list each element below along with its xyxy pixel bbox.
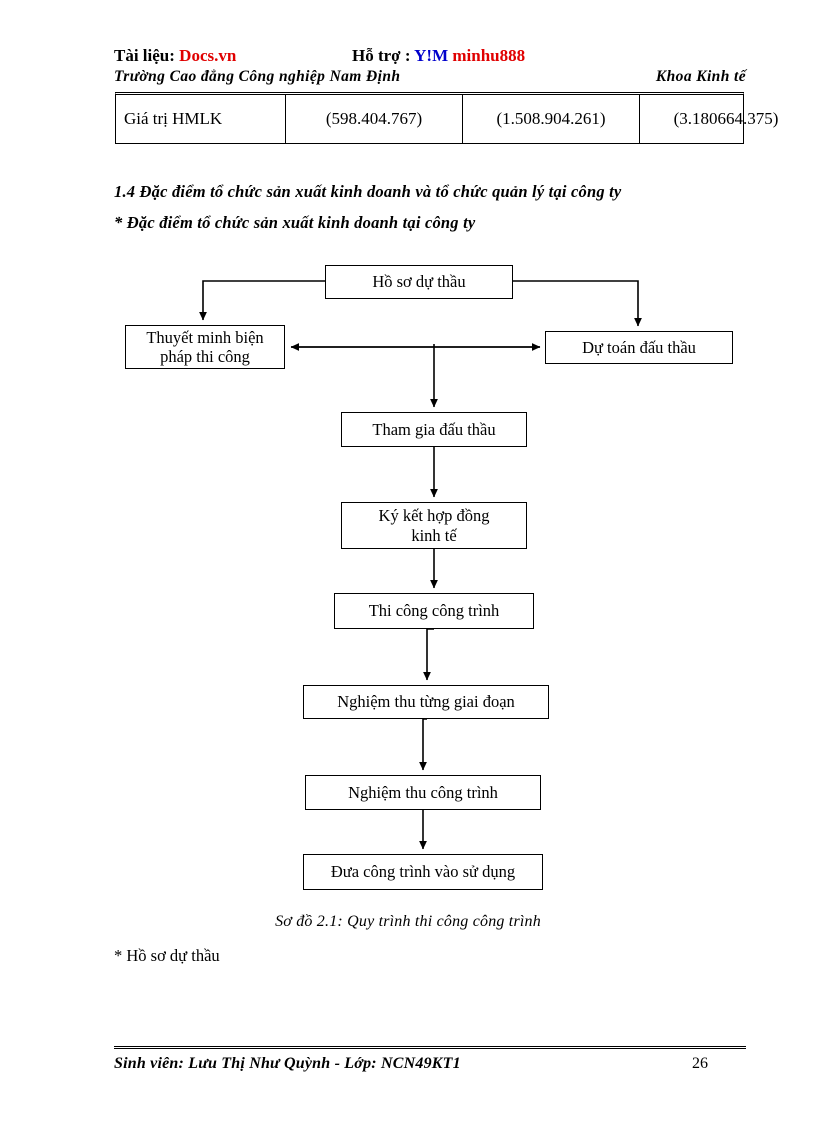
edge-hoso-to-thuyetminh bbox=[199, 280, 325, 321]
flow-node-label: Thi công công trình bbox=[368, 601, 500, 621]
flow-node-label: Hồ sơ dự thầu bbox=[372, 272, 466, 292]
flow-node-label: Nghiệm thu công trình bbox=[348, 782, 498, 802]
section-subheading: * Đặc điểm tổ chức sản xuất kinh doanh t… bbox=[114, 213, 476, 232]
flow-node-ho-so-du-thau: Hồ sơ dự thầu bbox=[325, 265, 513, 299]
flow-node-label: Tham gia đấu thầu bbox=[372, 419, 496, 439]
flow-node-label: Nghiệm thu từng giai đoạn bbox=[337, 692, 515, 712]
flow-node-label: Đưa công trình vào sử dụng bbox=[330, 862, 516, 882]
section-heading-1-4: 1.4 Đặc điểm tổ chức sản xuất kinh doanh… bbox=[114, 182, 622, 201]
school-name: Trường Cao đẳng Công nghiệp Nam Định bbox=[114, 68, 401, 85]
flow-node-label: Dự toán đấu thầu bbox=[582, 337, 696, 357]
figure-caption: Sơ đồ 2.1: Quy trình thi công công trình bbox=[275, 913, 541, 930]
document-header-line-1: Tài liệu: Docs.vn Hỗ trợ : Y!M minhu888 bbox=[114, 46, 754, 68]
table-cell-value-3: (3.180664.375) bbox=[673, 109, 779, 128]
flow-node-du-toan-dau-thau: Dự toán đấu thầu bbox=[545, 331, 733, 364]
table-row: Giá trị HMLK (598.404.767) (1.508.904.26… bbox=[116, 95, 812, 143]
support-group: Hỗ trợ : Y!M minhu888 bbox=[352, 46, 525, 66]
document-header-line-2: Trường Cao đẳng Công nghiệp Nam Định Kho… bbox=[114, 68, 746, 90]
support-label: Hỗ trợ : bbox=[352, 46, 411, 65]
data-table: Giá trị HMLK (598.404.767) (1.508.904.26… bbox=[115, 92, 778, 144]
flow-node-dua-vao-su-dung: Đưa công trình vào sử dụng bbox=[303, 854, 543, 890]
footer-student-line: Sinh viên: Lưu Thị Như Quỳnh - Lớp: NCN4… bbox=[114, 1055, 461, 1072]
doc-label: Tài liệu: bbox=[114, 46, 175, 65]
table-cell-label: Giá trị HMLK bbox=[116, 95, 286, 143]
edge-hoso-to-dutoan bbox=[513, 280, 642, 327]
edge-nghiemthugiaidoan-to-nghiemthucongtrinh bbox=[419, 718, 427, 771]
edge-thicong-to-nghiemthugiaidoan bbox=[423, 628, 434, 681]
document-footer: Sinh viên: Lưu Thị Như Quỳnh - Lớp: NCN4… bbox=[114, 1055, 746, 1073]
support-ym-label[interactable]: Y!M bbox=[414, 46, 449, 65]
footer-divider bbox=[114, 1046, 746, 1049]
flow-node-thi-cong-cong-trinh: Thi công công trình bbox=[334, 593, 534, 629]
table-cell-value-2: (1.508.904.261) bbox=[462, 95, 640, 143]
page-number: 26 bbox=[692, 1055, 708, 1072]
body-note: * Hồ sơ dự thầu bbox=[114, 946, 220, 965]
table-element: Giá trị HMLK (598.404.767) (1.508.904.26… bbox=[116, 95, 812, 143]
support-ym-id[interactable]: minhu888 bbox=[452, 46, 526, 65]
faculty-name: Khoa Kinh tế bbox=[655, 68, 746, 85]
doc-site-link[interactable]: Docs.vn bbox=[179, 46, 237, 65]
flow-node-nghiem-thu-giai-doan: Nghiệm thu từng giai đoạn bbox=[303, 685, 549, 719]
table-cell-value-1: (598.404.767) bbox=[285, 95, 463, 143]
flow-node-tham-gia-dau-thau: Tham gia đấu thầu bbox=[341, 412, 527, 447]
table-body: Giá trị HMLK (598.404.767) (1.508.904.26… bbox=[116, 95, 812, 143]
flow-node-nghiem-thu-cong-trinh: Nghiệm thu công trình bbox=[305, 775, 541, 810]
